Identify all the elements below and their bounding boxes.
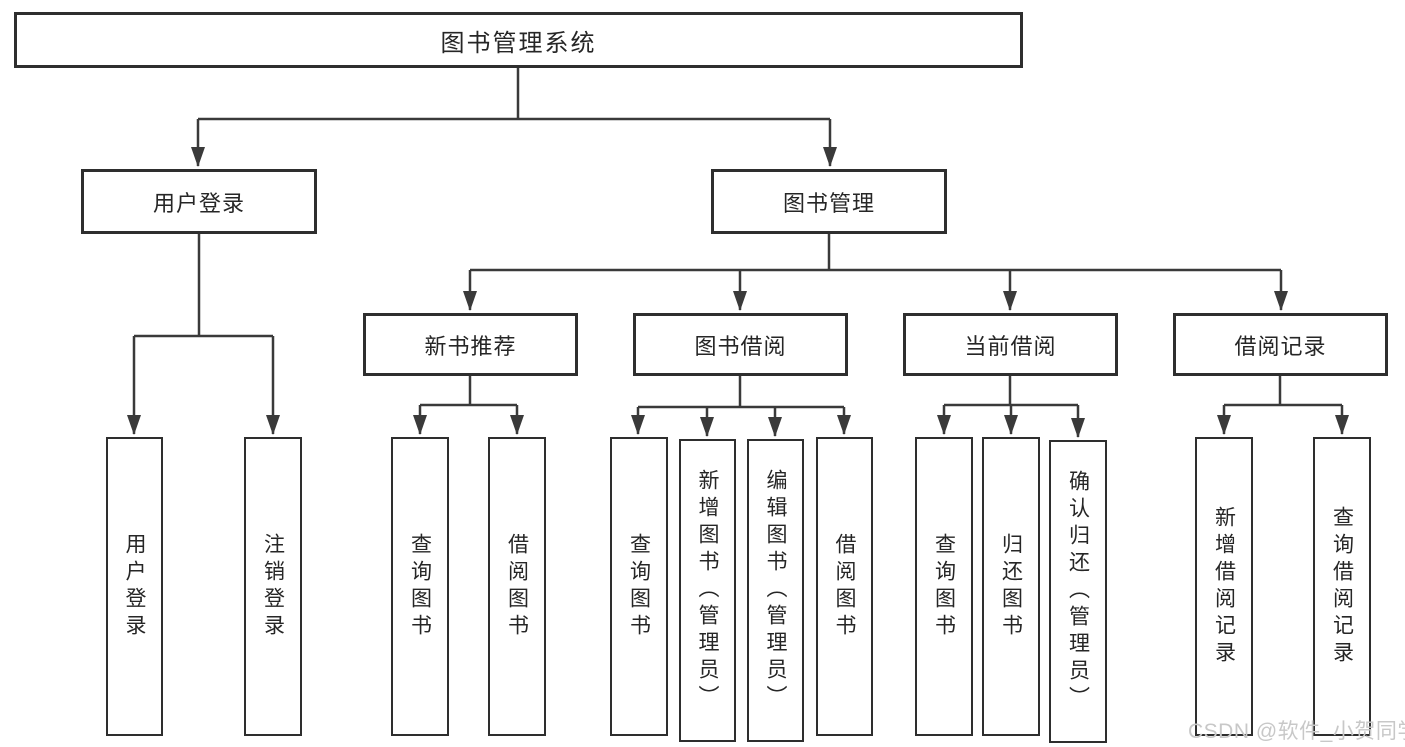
node-label: 查询图书 xyxy=(932,532,956,641)
node-label: 编辑图书（管理员） xyxy=(764,469,787,712)
node-book-management: 图书管理 xyxy=(711,169,947,234)
node-label: 新增借阅记录 xyxy=(1212,505,1236,668)
node-label: 借阅图书 xyxy=(833,532,856,641)
node-label: 查询图书 xyxy=(627,532,651,641)
node-label: 用户登录 xyxy=(123,532,146,641)
node-label: 注销登录 xyxy=(261,532,285,641)
node-label: 查询图书 xyxy=(408,532,432,641)
node-label: 图书管理系统 xyxy=(440,29,597,57)
leaf-borrow-query-books: 查询图书 xyxy=(610,437,668,736)
node-label: 新增图书（管理员） xyxy=(696,469,719,712)
leaf-rec-query-books: 查询图书 xyxy=(391,437,449,736)
leaf-borrow-borrow-books: 借阅图书 xyxy=(816,437,873,736)
leaf-current-return-books: 归还图书 xyxy=(982,437,1040,736)
connector-borrow-records xyxy=(1224,376,1342,407)
node-label: 当前借阅 xyxy=(964,333,1057,359)
node-user-login: 用户登录 xyxy=(81,169,317,234)
leaf-records-add-record: 新增借阅记录 xyxy=(1195,437,1253,736)
node-borrowing-records: 借阅记录 xyxy=(1173,313,1388,376)
node-label: 查询借阅记录 xyxy=(1330,505,1354,668)
connector-root xyxy=(198,68,830,121)
leaf-current-confirm-return-admin: 确认归还（管理员） xyxy=(1049,440,1107,743)
node-system-root: 图书管理系统 xyxy=(14,12,1023,68)
csdn-watermark: CSDN @软件_小贺同学 xyxy=(1188,720,1405,743)
leaf-rec-borrow-books: 借阅图书 xyxy=(488,437,546,736)
node-label: 确认归还（管理员） xyxy=(1066,470,1090,713)
connector-user-login xyxy=(134,234,273,338)
node-label: 图书管理 xyxy=(782,190,875,216)
node-label: 借阅图书 xyxy=(505,532,529,641)
connector-new-book-rec xyxy=(420,376,517,407)
node-new-book-recommendation: 新书推荐 xyxy=(363,313,578,376)
connector-current-borrow xyxy=(944,376,1078,407)
leaf-borrow-edit-books-admin: 编辑图书（管理员） xyxy=(747,439,804,742)
leaf-records-query-record: 查询借阅记录 xyxy=(1313,437,1371,736)
node-label: 借阅记录 xyxy=(1234,333,1327,359)
node-label: 图书借阅 xyxy=(694,333,787,359)
connector-book-borrow xyxy=(638,376,844,409)
leaf-borrow-add-books-admin: 新增图书（管理员） xyxy=(679,439,736,742)
leaf-logout: 注销登录 xyxy=(244,437,302,736)
node-label: 新书推荐 xyxy=(424,333,517,359)
leaf-user-login: 用户登录 xyxy=(106,437,163,736)
node-label: 归还图书 xyxy=(999,532,1023,641)
connector-book-mgmt xyxy=(470,234,1281,272)
node-current-borrowing: 当前借阅 xyxy=(903,313,1118,376)
node-label: 用户登录 xyxy=(152,190,245,216)
leaf-current-query-books: 查询图书 xyxy=(915,437,973,736)
node-book-borrowing: 图书借阅 xyxy=(633,313,848,376)
